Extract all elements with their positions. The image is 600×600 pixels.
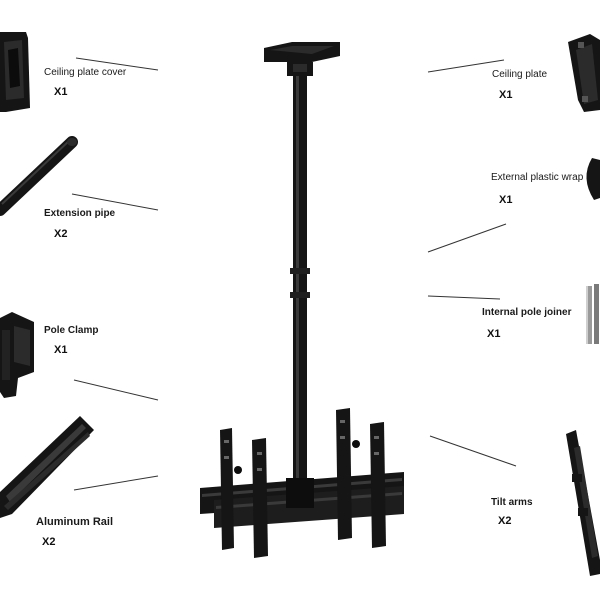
qty-pole-clamp: X1 <box>54 344 68 356</box>
qty-internal-pole-joiner: X1 <box>487 328 501 340</box>
label-ceiling-plate: Ceiling plate <box>492 69 548 80</box>
qty-ceiling-plate: X1 <box>499 89 513 101</box>
qty-extension-pipe: X2 <box>54 228 68 240</box>
aluminum-rail-image <box>0 416 94 518</box>
label-external-plastic-wrap: External plastic wrap <box>491 172 584 183</box>
internal-pole-joiner-image <box>586 284 599 344</box>
tilt-arms-image <box>566 430 600 576</box>
label-tilt-arms: Tilt arms <box>491 497 533 508</box>
label-extension-pipe: Extension pipe <box>44 208 116 219</box>
qty-tilt-arms: X2 <box>498 515 512 527</box>
ceiling-plate-cover-image <box>0 32 30 112</box>
extension-pipe-image <box>0 136 78 216</box>
external-plastic-wrap-image <box>586 158 600 200</box>
assembled-mount-image <box>200 42 404 558</box>
label-internal-pole-joiner: Internal pole joiner <box>482 307 572 318</box>
label-aluminum-rail: Aluminum Rail <box>36 516 114 528</box>
leader-lines <box>71 57 517 491</box>
label-pole-clamp: Pole Clamp <box>44 325 99 336</box>
qty-aluminum-rail: X2 <box>42 536 56 548</box>
qty-ceiling-plate-cover: X1 <box>54 86 68 98</box>
qty-external-plastic-wrap: X1 <box>499 194 513 206</box>
label-ceiling-plate-cover: Ceiling plate cover <box>44 67 127 78</box>
ceiling-plate-image <box>568 34 600 112</box>
pole-clamp-image <box>0 312 34 398</box>
